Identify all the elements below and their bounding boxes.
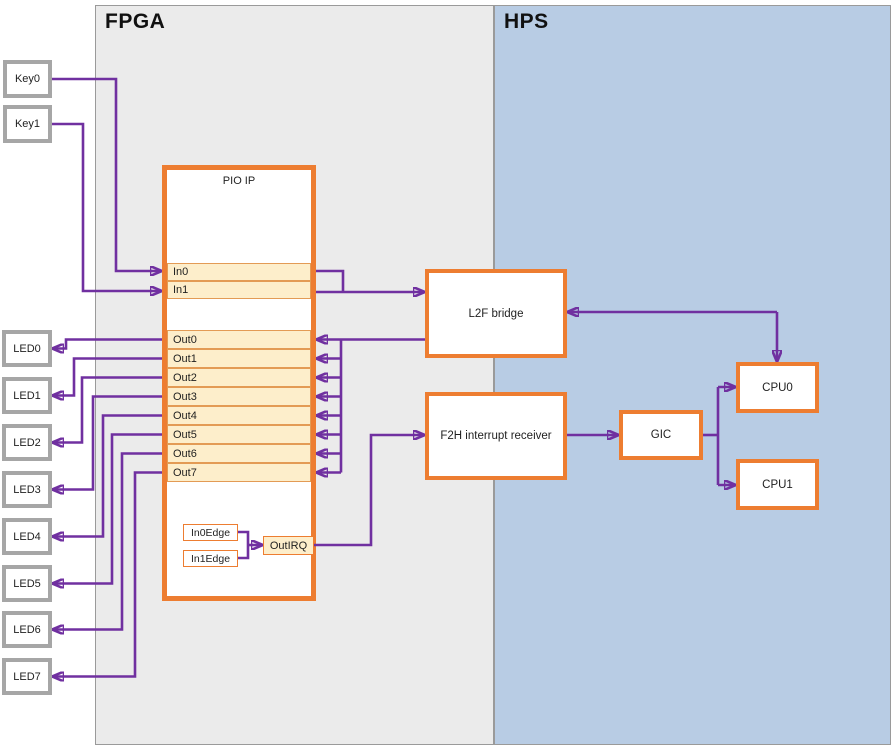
hps-region-title: HPS [504, 10, 549, 33]
l2f-bridge-label: L2F bridge [468, 307, 524, 320]
l2f-bridge-block: L2F bridge [425, 269, 567, 358]
gic-block: GIC [619, 410, 703, 460]
fpga-region-title: FPGA [105, 10, 166, 33]
pio-row-out7: Out7 [167, 463, 311, 482]
led1-label: LED1 [13, 389, 41, 402]
cpu1-label: CPU1 [762, 478, 793, 491]
gic-label: GIC [650, 429, 672, 441]
led3-label: LED3 [13, 483, 41, 496]
f2h-interrupt-receiver-block: F2H interrupt receiver [425, 392, 567, 480]
in0edge-label: In0Edge [190, 526, 231, 539]
led1-node: LED1 [2, 377, 52, 414]
led0-label: LED0 [13, 342, 41, 355]
cpu0-label: CPU0 [762, 381, 793, 394]
key0-label: Key0 [14, 73, 41, 85]
led2-node: LED2 [2, 424, 52, 461]
pio-row-out0: Out0 [167, 330, 311, 349]
led5-label: LED5 [13, 577, 41, 590]
in1edge-label: In1Edge [190, 552, 231, 565]
outirq-label: OutIRQ [269, 539, 308, 552]
led6-label: LED6 [13, 623, 41, 636]
outirq-box: OutIRQ [263, 536, 314, 555]
led2-label: LED2 [13, 436, 41, 449]
in0edge-box: In0Edge [183, 524, 238, 541]
pio-row-in1: In1 [167, 281, 311, 299]
led3-node: LED3 [2, 471, 52, 508]
pio-row-out1: Out1 [167, 349, 311, 368]
key1-label: Key1 [14, 118, 41, 130]
led4-node: LED4 [2, 518, 52, 555]
pio-row-out2: Out2 [167, 368, 311, 387]
led0-node: LED0 [2, 330, 52, 367]
f2h-interrupt-receiver-label: F2H interrupt receiver [440, 430, 552, 442]
pio-ip-block: PIO IP In0 In1 Out0 Out1 Out2 Out3 Out4 … [162, 165, 316, 601]
pio-row-out6: Out6 [167, 444, 311, 463]
pio-ip-title: PIO IP [222, 175, 256, 187]
led5-node: LED5 [2, 565, 52, 602]
led6-node: LED6 [2, 611, 52, 648]
pio-row-out4: Out4 [167, 406, 311, 425]
led4-label: LED4 [13, 530, 41, 543]
pio-row-out3: Out3 [167, 387, 311, 406]
led7-label: LED7 [13, 670, 41, 683]
in1edge-box: In1Edge [183, 550, 238, 567]
led7-node: LED7 [2, 658, 52, 695]
pio-row-out5: Out5 [167, 425, 311, 444]
cpu1-block: CPU1 [736, 459, 819, 510]
key1-node: Key1 [3, 105, 52, 143]
hps-region: HPS [494, 5, 891, 745]
pio-row-in0: In0 [167, 263, 311, 281]
cpu0-block: CPU0 [736, 362, 819, 413]
key0-node: Key0 [3, 60, 52, 98]
